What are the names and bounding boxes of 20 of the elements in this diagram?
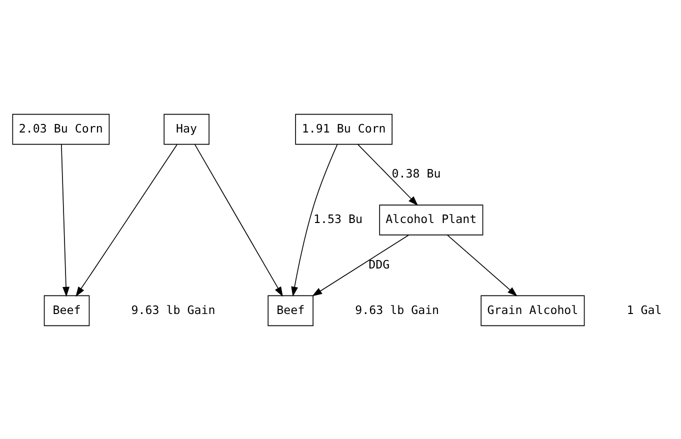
arrow	[357, 144, 418, 206]
arrow	[291, 144, 338, 296]
node-box: 2.03 Bu Corn	[12, 113, 110, 144]
node-label: 1 Gal	[626, 302, 662, 316]
edge-label: 0.38 Bu	[392, 166, 441, 180]
arrow	[76, 144, 178, 296]
node-box: Hay	[164, 113, 210, 144]
node-box: Beef	[44, 294, 90, 326]
edge-label: 1.53 Bu	[314, 212, 363, 226]
node-box: Beef	[268, 294, 314, 326]
arrow	[447, 234, 518, 296]
arrow	[60, 144, 70, 296]
arrow	[312, 234, 410, 296]
node-box: Alcohol Plant	[379, 204, 484, 235]
node-label: 9.63 lb Gain	[131, 302, 216, 316]
node-box: 1.91 Bu Corn	[295, 113, 392, 144]
node-label: 9.63 lb Gain	[355, 302, 440, 316]
arrow	[194, 144, 283, 296]
node-box: Grain Alcohol	[480, 294, 585, 326]
edge-label: DDG	[368, 256, 390, 271]
